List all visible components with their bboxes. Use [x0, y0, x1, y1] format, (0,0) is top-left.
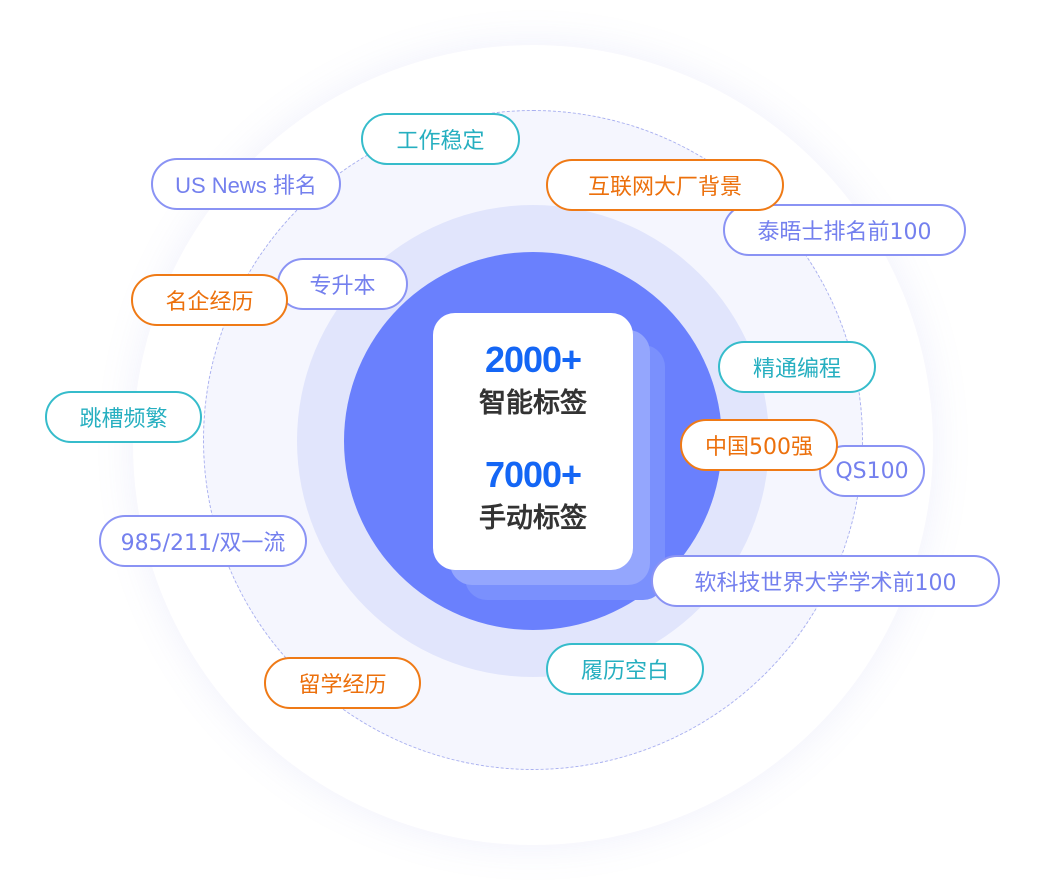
manual-tag-label: 手动标签	[479, 503, 587, 534]
stats-card: 2000+ 智能标签 7000+ 手动标签	[433, 313, 633, 570]
tag: 泰晤士排名前100	[723, 204, 966, 256]
tag: 跳槽频繁	[45, 391, 202, 443]
tag: 985/211/双一流	[99, 515, 307, 567]
tag: 履历空白	[546, 643, 704, 695]
tag: 专升本	[277, 258, 408, 310]
tag: 软科技世界大学学术前100	[651, 555, 1000, 607]
tag: 精通编程	[718, 341, 876, 393]
tag: 中国500强	[680, 419, 838, 471]
tag: 互联网大厂背景	[546, 159, 784, 211]
tag: 留学经历	[264, 657, 421, 709]
smart-tag-count: 2000+	[484, 339, 582, 380]
tag: QS100	[819, 445, 925, 497]
smart-tag-label: 智能标签	[479, 388, 587, 419]
manual-tag-count: 7000+	[484, 454, 582, 495]
tag: 工作稳定	[361, 113, 520, 165]
tag: US News 排名	[151, 158, 341, 210]
tag: 名企经历	[131, 274, 288, 326]
